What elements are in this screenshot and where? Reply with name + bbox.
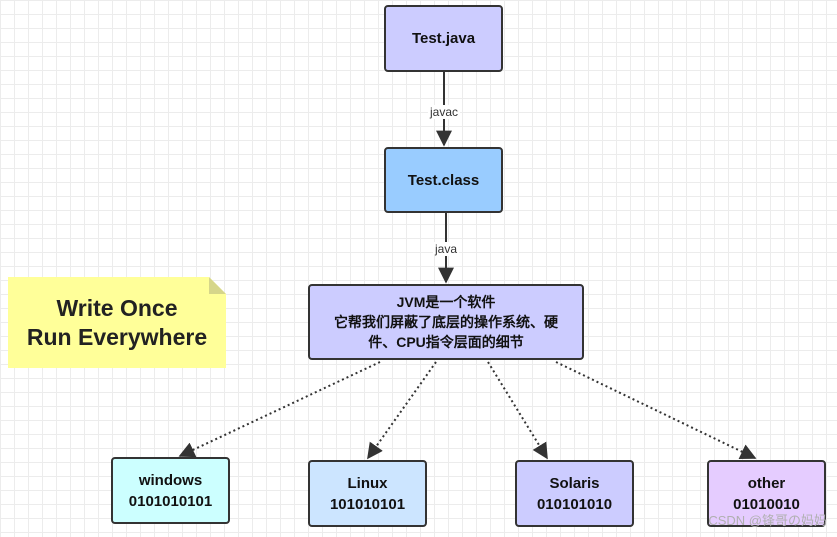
node-jvm: JVM是一个软件 它帮我们屏蔽了底层的操作系统、硬 件、CPU指令层面的细节 xyxy=(308,284,584,360)
node-windows: windows 0101010101 xyxy=(111,457,230,524)
node-test-class-label: Test.class xyxy=(407,171,480,189)
edge-jvm-solaris xyxy=(487,361,548,460)
node-solaris-name: Solaris xyxy=(549,474,600,492)
node-linux: Linux 101010101 xyxy=(308,460,427,527)
sticky-note-line-2: Run Everywhere xyxy=(26,323,208,350)
node-other: other 01010010 xyxy=(707,460,826,527)
node-test-class: Test.class xyxy=(384,147,503,213)
edge-label-java: java xyxy=(432,242,460,256)
node-test-java: Test.java xyxy=(384,5,503,72)
node-other-name: other xyxy=(747,474,786,492)
sticky-note-line-1: Write Once xyxy=(56,294,178,321)
edge-jvm-windows xyxy=(178,361,381,458)
sticky-note: Write Once Run Everywhere xyxy=(8,277,226,368)
node-jvm-line-1: JVM是一个软件 xyxy=(396,294,496,310)
edge-jvm-other xyxy=(555,361,757,459)
node-jvm-line-3: 件、CPU指令层面的细节 xyxy=(368,334,524,350)
node-windows-code: 0101010101 xyxy=(128,492,213,510)
node-linux-name: Linux xyxy=(347,474,388,492)
node-linux-code: 101010101 xyxy=(329,495,406,513)
node-solaris-code: 010101010 xyxy=(536,495,613,513)
node-other-code: 01010010 xyxy=(733,495,800,513)
node-windows-name: windows xyxy=(138,471,203,489)
node-test-java-label: Test.java xyxy=(411,30,476,47)
watermark: CSDN @锋哥の妈妈 xyxy=(708,513,827,528)
node-solaris: Solaris 010101010 xyxy=(515,460,634,527)
node-jvm-line-2: 它帮我们屏蔽了底层的操作系统、硬 xyxy=(334,314,558,330)
edge-jvm-linux xyxy=(367,361,437,460)
edge-label-javac: javac xyxy=(427,105,461,119)
